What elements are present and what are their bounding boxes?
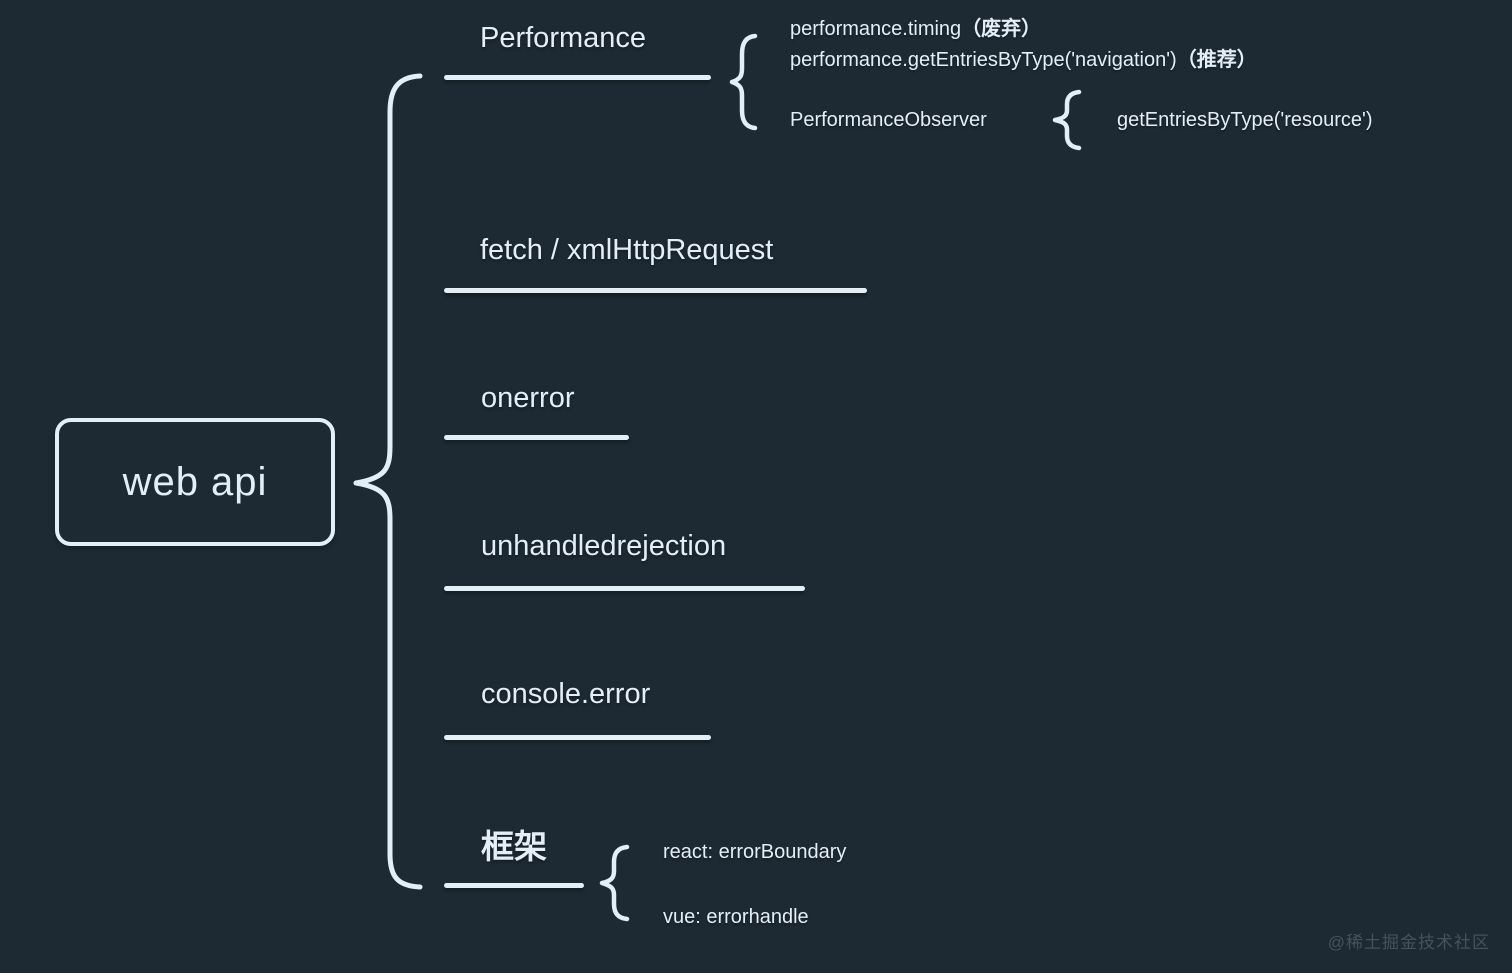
branch-underline-console-error: [444, 735, 711, 740]
branch-label-fetch[interactable]: fetch / xmlHttpRequest: [480, 234, 774, 266]
child-get-entries-resource[interactable]: getEntriesByType('resource'): [1117, 109, 1373, 131]
watermark: @稀土掘金技术社区: [1327, 933, 1490, 952]
branch-label-performance[interactable]: Performance: [480, 22, 647, 54]
branch-underline-framework: [444, 883, 584, 888]
branch-label-console-error[interactable]: console.error: [481, 678, 651, 710]
branch-underline-fetch: [444, 288, 867, 293]
child-performance-timing[interactable]: performance.timing（废弃）: [790, 12, 1041, 41]
child-performance-navigation-code: performance.getEntriesByType('navigation…: [790, 49, 1177, 71]
performance-observer-children-brace: [1052, 89, 1082, 151]
child-performance-navigation-note: （推荐）: [1176, 49, 1257, 71]
root-children-brace: [353, 73, 423, 890]
root-node-web-api[interactable]: web api: [55, 418, 335, 546]
branch-label-framework[interactable]: 框架: [481, 828, 547, 865]
branch-underline-unhandledrejection: [444, 586, 805, 591]
framework-children-brace: [599, 844, 630, 922]
child-framework-vue[interactable]: vue: errorhandle: [663, 906, 809, 928]
branch-label-unhandledrejection[interactable]: unhandledrejection: [481, 530, 727, 562]
performance-children-brace: [729, 33, 758, 131]
child-performance-timing-code: performance.timing: [790, 18, 962, 40]
child-performance-navigation[interactable]: performance.getEntriesByType('navigation…: [790, 43, 1257, 72]
child-performance-observer[interactable]: PerformanceObserver: [790, 109, 987, 131]
branch-underline-onerror: [444, 435, 629, 440]
branch-label-onerror[interactable]: onerror: [481, 382, 575, 414]
child-framework-react[interactable]: react: errorBoundary: [663, 841, 847, 863]
root-node-label: web api: [122, 459, 268, 504]
branch-underline-performance: [444, 75, 711, 80]
child-performance-timing-note: （废弃）: [961, 18, 1042, 40]
